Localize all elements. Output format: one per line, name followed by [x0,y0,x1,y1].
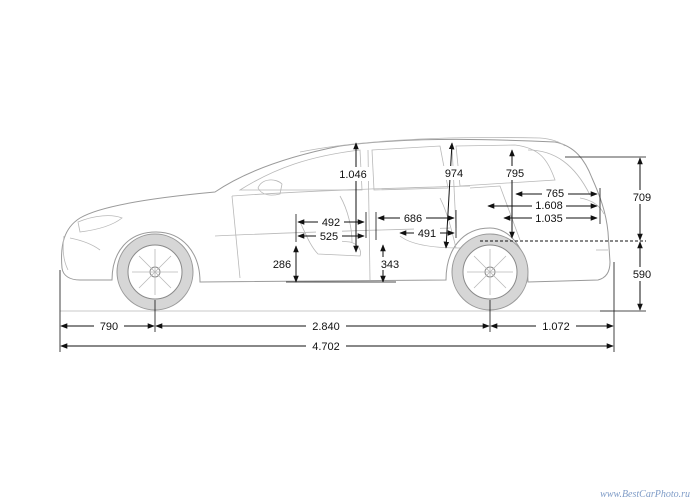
cargo-length-floor-label: 1.035 [535,213,563,225]
wheelbase-label: 2.840 [312,321,340,333]
upper-height-label: 709 [633,192,651,204]
front-headroom-label: 1.046 [339,169,367,181]
sill-height-label: 590 [633,269,651,281]
front-seat-height-label: 286 [273,259,291,271]
rear-wheel [451,233,529,311]
cargo-height-label: 795 [506,168,524,180]
front-legroom-a-label: 492 [322,217,340,229]
cargo-length-top-label: 765 [546,188,564,200]
front-legroom-b-label: 525 [320,231,338,243]
rear-overhang-label: 1.072 [542,321,570,333]
rear-seat-height-label: 343 [381,259,399,271]
front-overhang-label: 790 [100,321,118,333]
rear-legroom-b-label: 491 [418,228,436,240]
overall-length-label: 4.702 [312,341,340,353]
watermark: www.BestCarPhoto.ru [600,489,690,500]
front-wheel [116,233,194,311]
rear-legroom-a-label: 686 [404,213,422,225]
rear-headroom-label: 974 [445,168,463,180]
cargo-length-folded-label: 1.608 [535,200,563,212]
